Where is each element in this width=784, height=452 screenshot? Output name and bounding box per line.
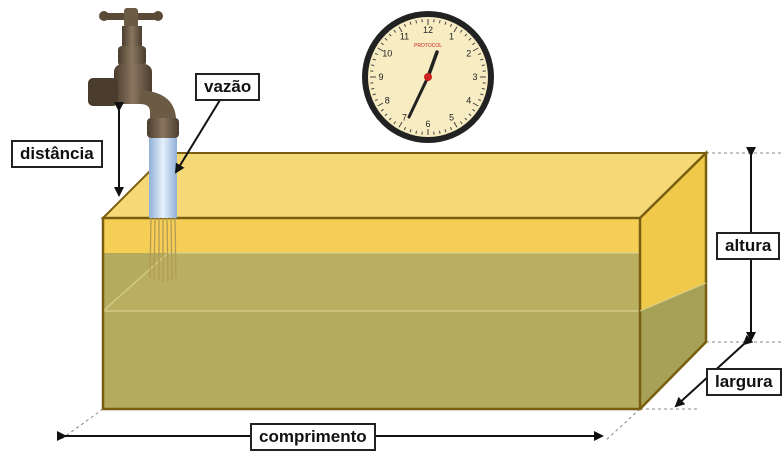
clock-tick bbox=[468, 113, 472, 117]
clock-tick bbox=[371, 87, 375, 90]
clock-number: 9 bbox=[378, 72, 383, 82]
clock-tick bbox=[409, 129, 412, 133]
height-label: altura bbox=[716, 232, 781, 260]
clock-tick bbox=[380, 42, 384, 46]
clock-tick bbox=[459, 29, 463, 33]
clock-tick bbox=[438, 130, 441, 134]
clock-tick bbox=[384, 37, 388, 41]
clock-tick bbox=[403, 127, 407, 131]
water-stream bbox=[149, 138, 177, 282]
tank bbox=[100, 150, 709, 411]
clock-tick bbox=[415, 20, 418, 24]
clock-tick bbox=[453, 121, 458, 128]
clock-tick bbox=[444, 129, 447, 133]
clock-tick bbox=[481, 87, 485, 90]
clock-number: 12 bbox=[423, 25, 433, 35]
clock-tick bbox=[398, 26, 403, 33]
clock-tick bbox=[384, 113, 388, 117]
clock-number: 1 bbox=[449, 31, 454, 41]
clock-number: 8 bbox=[385, 96, 390, 106]
clock-tick bbox=[464, 117, 468, 121]
clock-tick bbox=[472, 42, 476, 46]
clock-tick bbox=[472, 102, 479, 107]
clock-tick bbox=[481, 64, 485, 67]
clock-tick bbox=[478, 98, 482, 102]
length-label: comprimento bbox=[250, 423, 376, 451]
clock-tick bbox=[453, 26, 458, 33]
clock-tick bbox=[472, 108, 476, 112]
clock-tick bbox=[468, 37, 472, 41]
water-surface bbox=[103, 253, 640, 311]
clock-tick bbox=[372, 93, 376, 96]
tank-side-water bbox=[640, 283, 706, 409]
clock-tick bbox=[393, 121, 397, 125]
clock-tick bbox=[415, 130, 418, 134]
clock-tick bbox=[398, 121, 403, 128]
clock-tick bbox=[377, 102, 384, 107]
clock-number: 10 bbox=[382, 49, 392, 59]
clock-tick bbox=[380, 108, 384, 112]
clock-number: 4 bbox=[466, 96, 471, 106]
clock-tick bbox=[449, 127, 453, 131]
clock-number: 6 bbox=[425, 119, 430, 129]
clock-number: 2 bbox=[466, 49, 471, 59]
clock-tick bbox=[377, 47, 384, 52]
clock-tick bbox=[480, 58, 484, 61]
width-label: largura bbox=[706, 368, 782, 396]
clock-tick bbox=[480, 93, 484, 96]
clock-tick bbox=[388, 33, 392, 37]
clock-tick bbox=[459, 121, 463, 125]
faucet-icon bbox=[88, 8, 179, 138]
flow-pointer bbox=[174, 99, 221, 174]
clock-tick bbox=[372, 58, 376, 61]
tank-top-face bbox=[100, 152, 709, 219]
clock-tick bbox=[374, 98, 378, 102]
tank-side-empty bbox=[640, 153, 706, 311]
clock-number: 7 bbox=[402, 113, 407, 123]
clock-number: 3 bbox=[472, 72, 477, 82]
clock-brand: PROTOCOL bbox=[414, 43, 442, 49]
clock-tick bbox=[371, 64, 375, 67]
clock-tick bbox=[464, 33, 468, 37]
clock-number: 11 bbox=[400, 31, 409, 41]
clock-tick bbox=[409, 21, 412, 25]
clock-tick bbox=[478, 52, 482, 56]
flow-label: vazão bbox=[195, 73, 261, 101]
clock-hour-hand bbox=[426, 50, 439, 79]
distance-label: distância bbox=[11, 140, 103, 168]
clock-number: 5 bbox=[449, 113, 454, 123]
tank-front-empty bbox=[103, 218, 640, 253]
clock-tick bbox=[393, 29, 397, 33]
clock-minute-hand bbox=[407, 75, 430, 119]
clock-tick bbox=[388, 117, 392, 121]
clock-tick bbox=[449, 23, 453, 27]
clock-tick bbox=[472, 47, 479, 52]
clock-tick bbox=[374, 52, 378, 56]
clock-tick bbox=[444, 21, 447, 25]
clock-tick bbox=[403, 23, 407, 27]
clock-tick bbox=[438, 20, 441, 24]
